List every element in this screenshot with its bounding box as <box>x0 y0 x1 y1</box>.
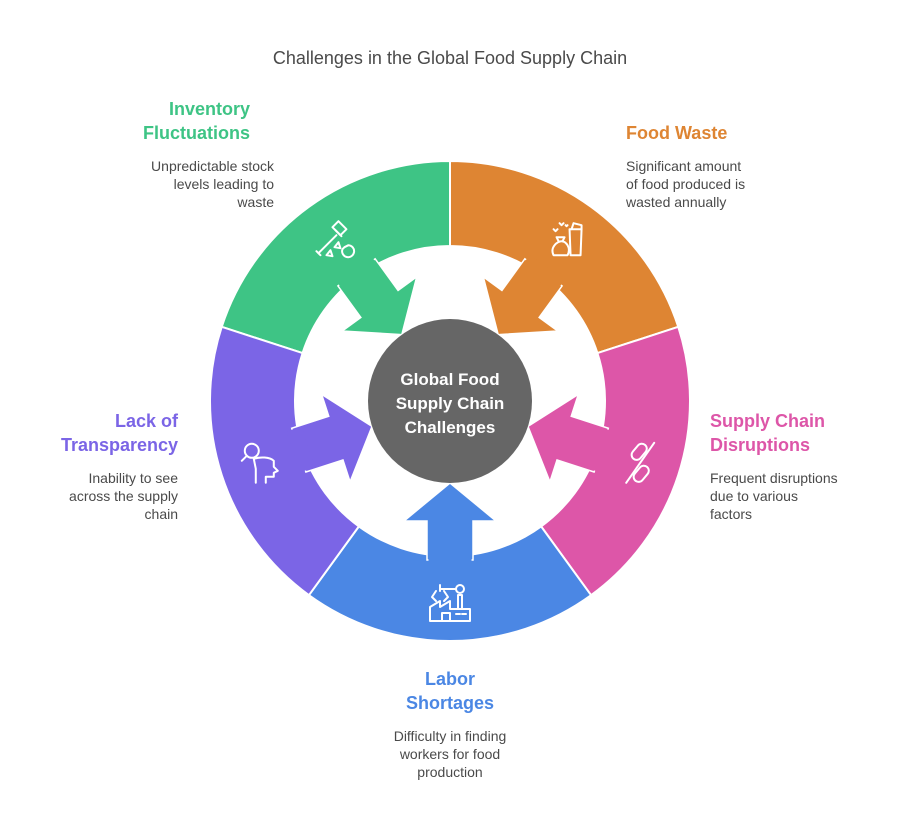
label-inventory-title-1: Inventory <box>168 99 250 119</box>
axe-broken-pieces-icon <box>315 220 356 259</box>
label-disruptions-desc-1: Frequent disruptions <box>710 470 838 486</box>
label-labor-desc-3: production <box>417 764 483 780</box>
label-inventory-desc-1: Unpredictable stock <box>151 158 274 174</box>
label-labor-desc-2: workers for food <box>399 746 501 762</box>
label-disruptions-desc-2: due to various <box>710 488 798 504</box>
label-disruptions-title-1: Supply Chain <box>710 411 826 431</box>
arrow-shaft-food-waste <box>520 254 565 294</box>
factory-robot-arm-icon <box>429 584 471 622</box>
arrow-labor <box>401 482 499 561</box>
label-inventory-desc-2: levels leading to <box>173 176 274 192</box>
trash-bag-bin-icon <box>551 222 583 257</box>
label-labor-title-1: Labor <box>424 669 475 689</box>
label-disruptions: Supply Chain Disruptions Frequent disrup… <box>710 409 890 523</box>
ring-segment-disruptions <box>539 325 691 597</box>
diagram-title: Challenges in the Global Food Supply Cha… <box>272 48 628 68</box>
center-hub <box>368 319 532 483</box>
label-food-waste-desc-2: of food produced is <box>626 176 746 192</box>
arrow-shaft-transparency <box>286 426 315 473</box>
center-text-line-3: Challenges <box>405 418 496 437</box>
ring-segment-food-waste <box>449 159 680 355</box>
label-inventory-desc-3: waste <box>237 194 274 210</box>
label-transparency-desc-1: Inability to see <box>88 470 179 486</box>
label-disruptions-desc-3: factors <box>710 506 753 522</box>
label-labor: Labor Shortages Difficulty in finding wo… <box>360 667 540 781</box>
label-labor-desc-1: Difficulty in finding <box>393 728 507 744</box>
label-food-waste-desc-1: Significant amount <box>626 158 742 174</box>
head-magnifier-icon <box>240 442 279 484</box>
label-transparency-desc-3: chain <box>144 506 178 522</box>
label-labor-title-2: Shortages <box>405 693 495 713</box>
arrow-shaft-inventory <box>335 254 380 294</box>
label-food-waste-title-1: Food Waste <box>626 123 728 143</box>
ring-segment-labor <box>307 525 593 642</box>
label-transparency-title-1: Lack of <box>114 411 178 431</box>
label-transparency-title-2: Transparency <box>60 435 178 455</box>
label-transparency-desc-2: across the supply <box>69 488 178 504</box>
ring-segment-inventory <box>220 159 451 355</box>
center-text-line-1: Global Food <box>400 370 499 389</box>
label-inventory-title-2: Fluctuations <box>143 123 250 143</box>
chain-link-icon <box>625 441 656 484</box>
label-transparency: Lack of Transparency Inability to see ac… <box>28 409 178 523</box>
label-food-waste-desc-3: wasted annually <box>626 194 727 210</box>
label-disruptions-title-2: Disruptions <box>710 435 811 455</box>
ring-segment-transparency <box>209 325 361 597</box>
label-food-waste: Food Waste Significant amount of food pr… <box>626 121 806 211</box>
center-text-line-2: Supply Chain <box>396 394 505 413</box>
arrow-shaft-disruptions <box>585 426 614 473</box>
label-inventory: Inventory Fluctuations Unpredictable sto… <box>100 97 274 211</box>
arrow-shaft-labor <box>428 550 472 566</box>
